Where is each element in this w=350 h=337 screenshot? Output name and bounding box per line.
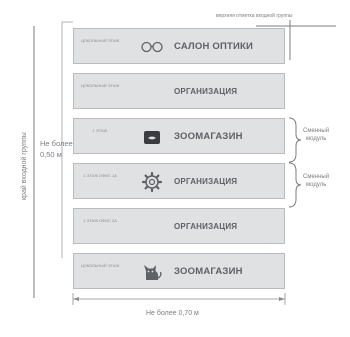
organization-name: ЗООМАГАЗИН <box>174 266 243 277</box>
floor-label: 1 этаж офис 1а <box>83 173 117 178</box>
max-height-label-2: 0,50 м <box>40 150 62 159</box>
sign-panel-petshop-1: 1 этаж ЗООМАГАЗИН <box>73 118 285 154</box>
max-width-label: Не более 0,70 м <box>146 310 199 317</box>
floor-label: цокольный этаж <box>80 263 120 268</box>
glasses-icon <box>141 41 163 53</box>
floor-label: цокольный этаж <box>80 83 120 88</box>
floor-label: 1 этаж офис 2а <box>83 218 117 223</box>
floor-label: цокольный этаж <box>80 38 120 43</box>
group-edge-label: край входной группы <box>21 132 28 200</box>
module-label-2a: Сменный <box>303 174 330 180</box>
organization-name: ОРГАНИЗАЦИЯ <box>174 177 238 186</box>
module-label-1a: Сменный <box>303 128 330 134</box>
sign-panel-organization-1: цокольный этаж ОРГАНИЗАЦИЯ <box>73 73 285 109</box>
module-label-1b: модуль <box>306 136 327 142</box>
floor-label: 1 этаж <box>92 128 108 133</box>
organization-name: САЛОН ОПТИКИ <box>174 41 254 52</box>
max-height-label-1: Не более <box>40 139 73 148</box>
pet-bowl-icon <box>144 131 160 144</box>
sign-panel-optics: цокольный этаж САЛОН ОПТИКИ <box>73 28 285 64</box>
module-label-2b: модуль <box>306 182 327 188</box>
organization-name: ОРГАНИЗАЦИЯ <box>174 87 238 96</box>
organization-name: ЗООМАГАЗИН <box>174 131 243 142</box>
sign-panel-organization-3: 1 этаж офис 2а ОРГАНИЗАЦИЯ <box>73 208 285 244</box>
cat-icon <box>144 265 162 280</box>
sign-panel-petshop-2: цокольный этаж ЗООМАГАЗИН <box>73 253 285 289</box>
gear-icon <box>141 171 163 193</box>
sign-panel-organization-2: 1 этаж офис 1а ОРГАНИЗАЦИЯ <box>73 163 285 199</box>
top-mark-label: верхняя отметка входной группы <box>216 13 293 19</box>
organization-name: ОРГАНИЗАЦИЯ <box>174 222 238 231</box>
